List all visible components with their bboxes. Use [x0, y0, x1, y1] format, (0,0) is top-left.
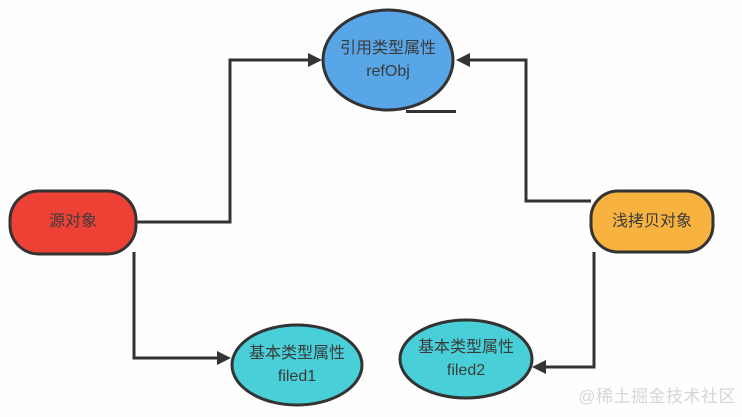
edge-source-to-field1	[132, 252, 218, 360]
edge-source-to-refobj	[136, 58, 309, 224]
node-shape-field1	[230, 323, 364, 407]
arrowhead-shallow-copy-to-refobj	[456, 53, 470, 67]
node-shape-field2	[398, 318, 534, 400]
node-shape-source	[8, 189, 138, 256]
edge-shallow-copy-to-field2	[546, 252, 596, 369]
node-shape-refobj	[321, 8, 455, 112]
arrowhead-source-to-field1	[217, 351, 231, 365]
edge-shallow-copy-to-refobj	[470, 58, 591, 203]
node-shape-shallow-copy	[589, 189, 715, 254]
arrowhead-shallow-copy-to-field2	[532, 360, 546, 374]
arrowhead-source-to-refobj	[308, 53, 322, 67]
watermark: @稀土掘金技术社区	[578, 387, 736, 406]
